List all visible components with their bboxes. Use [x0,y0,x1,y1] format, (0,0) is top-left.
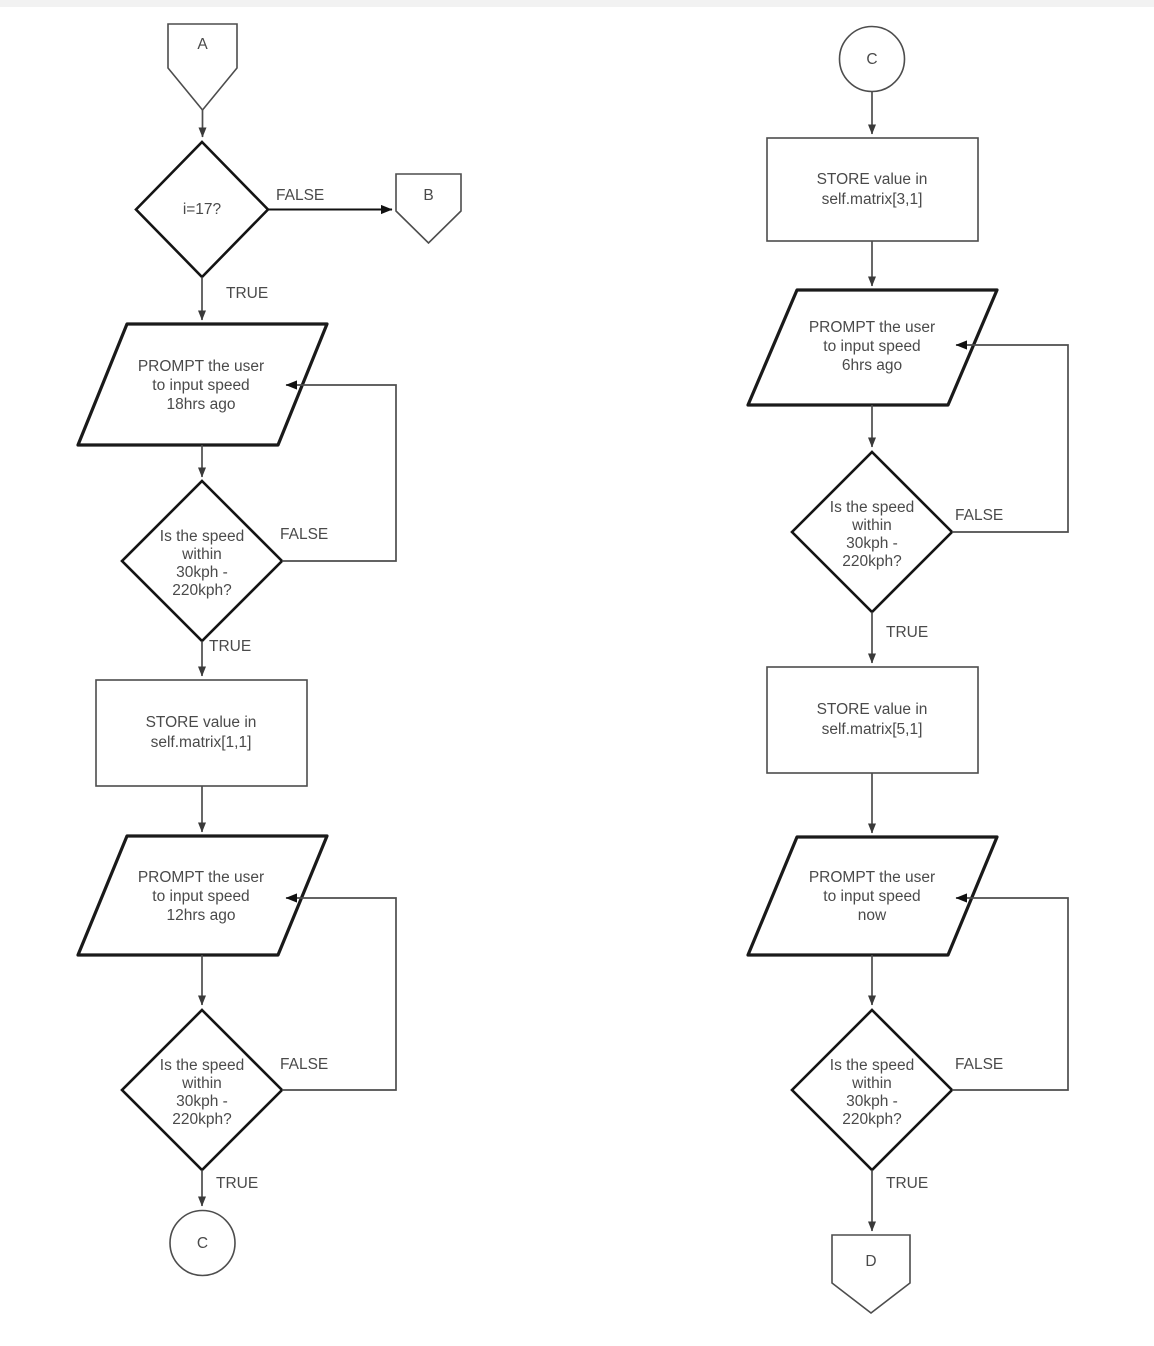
decision-speed-range-12hrs-line3: 30kph - [176,1093,228,1110]
process-store-matrix-1-1-line1: STORE value in [146,714,257,731]
prompt-speed-12hrs-line1: PROMPT the user [138,869,264,886]
connector-c-out-label: C [197,1235,208,1252]
decision-speed-range-18hrs-line2: within [181,546,222,563]
prompt-speed-18hrs-line3: 18hrs ago [167,396,236,413]
prompt-speed-now[interactable]: PROMPT the user to input speed now [746,835,999,957]
prompt-speed-12hrs-shape [76,834,329,957]
decision-speed-range-12hrs[interactable]: Is the speed within 30kph - 220kph? [120,1008,284,1172]
prompt-speed-12hrs-line2: to input speed [152,888,249,905]
prompt-speed-6hrs-line2: to input speed [823,338,920,355]
prompt-speed-12hrs-line3: 12hrs ago [167,907,236,924]
process-store-matrix-5-1-line1: STORE value in [817,701,928,718]
process-store-matrix-3-1[interactable]: STORE value in self.matrix[3,1] [766,137,979,242]
top-band [0,0,1154,7]
prompt-speed-6hrs[interactable]: PROMPT the user to input speed 6hrs ago [746,288,999,407]
connector-c-in-label: C [866,51,877,68]
connector-a-label: A [197,36,208,53]
decision-i-equals-17-label: i=17? [183,201,222,218]
process-store-matrix-3-1-shape [766,137,979,242]
connector-b-label: B [423,187,433,204]
decision-speed-range-now-line4: 220kph? [842,1111,902,1128]
edge-label-check6-true: TRUE [886,624,928,641]
connector-d[interactable]: D [831,1234,911,1315]
decision-speed-range-6hrs-line3: 30kph - [846,535,898,552]
prompt-speed-now-line3: now [858,907,887,924]
decision-speed-range-12hrs-line1: Is the speed [160,1057,244,1074]
process-store-matrix-1-1-shape [95,679,308,787]
process-store-matrix-5-1[interactable]: STORE value in self.matrix[5,1] [766,666,979,774]
edge-label-check18-false: FALSE [280,526,328,543]
decision-speed-range-18hrs-line1: Is the speed [160,528,244,545]
prompt-speed-18hrs-line2: to input speed [152,377,249,394]
edge-check6-false-loop [952,340,1069,533]
edge-checknow-false-loop [952,893,1069,1091]
connector-c-out-shape [169,1209,236,1277]
prompt-speed-6hrs-line1: PROMPT the user [809,319,935,336]
prompt-speed-now-shape [746,835,999,957]
edge-label-checknow-false: FALSE [955,1056,1003,1073]
decision-speed-range-6hrs[interactable]: Is the speed within 30kph - 220kph? [790,450,954,614]
edge-label-check6-false: FALSE [955,507,1003,524]
connector-c-out[interactable]: C [169,1209,236,1277]
decision-speed-range-now-line1: Is the speed [830,1057,914,1074]
prompt-speed-6hrs-line3: 6hrs ago [842,357,902,374]
process-store-matrix-5-1-shape [766,666,979,774]
edge-label-check18-true: TRUE [209,638,251,655]
process-store-matrix-1-1[interactable]: STORE value in self.matrix[1,1] [95,679,308,787]
edge-label-check12-false: FALSE [280,1056,328,1073]
process-store-matrix-3-1-line1: STORE value in [817,171,928,188]
connector-b-shape [395,173,462,245]
edge-check18-false-loop [282,380,397,562]
process-store-matrix-1-1-line2: self.matrix[1,1] [151,734,252,751]
prompt-speed-18hrs-line1: PROMPT the user [138,358,264,375]
edge-label-check12-true: TRUE [216,1175,258,1192]
prompt-speed-12hrs[interactable]: PROMPT the user to input speed 12hrs ago [76,834,329,957]
prompt-speed-6hrs-shape [746,288,999,407]
decision-speed-range-12hrs-line4: 220kph? [172,1111,232,1128]
decision-speed-range-18hrs-line4: 220kph? [172,582,232,599]
prompt-speed-now-line2: to input speed [823,888,920,905]
decision-speed-range-6hrs-line2: within [851,517,892,534]
connector-a-shape [167,23,238,112]
decision-i-equals-17[interactable]: i=17? [134,140,270,279]
connector-c-in[interactable]: C [838,25,906,93]
process-store-matrix-3-1-line2: self.matrix[3,1] [822,191,923,208]
decision-speed-range-6hrs-line1: Is the speed [830,499,914,516]
decision-speed-range-18hrs-line3: 30kph - [176,564,228,581]
edge-check12-false-loop [282,893,397,1091]
decision-speed-range-now[interactable]: Is the speed within 30kph - 220kph? [790,1008,954,1172]
process-store-matrix-5-1-line2: self.matrix[5,1] [822,721,923,738]
decision-speed-range-now-line3: 30kph - [846,1093,898,1110]
prompt-speed-18hrs-shape [76,322,329,447]
decision-speed-range-12hrs-line2: within [181,1075,222,1092]
decision-speed-range-now-line2: within [851,1075,892,1092]
connector-b[interactable]: B [395,173,462,245]
prompt-speed-18hrs[interactable]: PROMPT the user to input speed 18hrs ago [76,322,329,447]
edge-label-checknow-true: TRUE [886,1175,928,1192]
connector-a[interactable]: A [167,23,238,112]
edge-label-i-false: FALSE [276,187,324,204]
prompt-speed-now-line1: PROMPT the user [809,869,935,886]
decision-speed-range-18hrs[interactable]: Is the speed within 30kph - 220kph? [120,479,284,643]
edge-label-i-true: TRUE [226,285,268,302]
connector-d-label: D [865,1253,876,1270]
decision-speed-range-6hrs-line4: 220kph? [842,553,902,570]
connector-d-shape [831,1234,911,1315]
